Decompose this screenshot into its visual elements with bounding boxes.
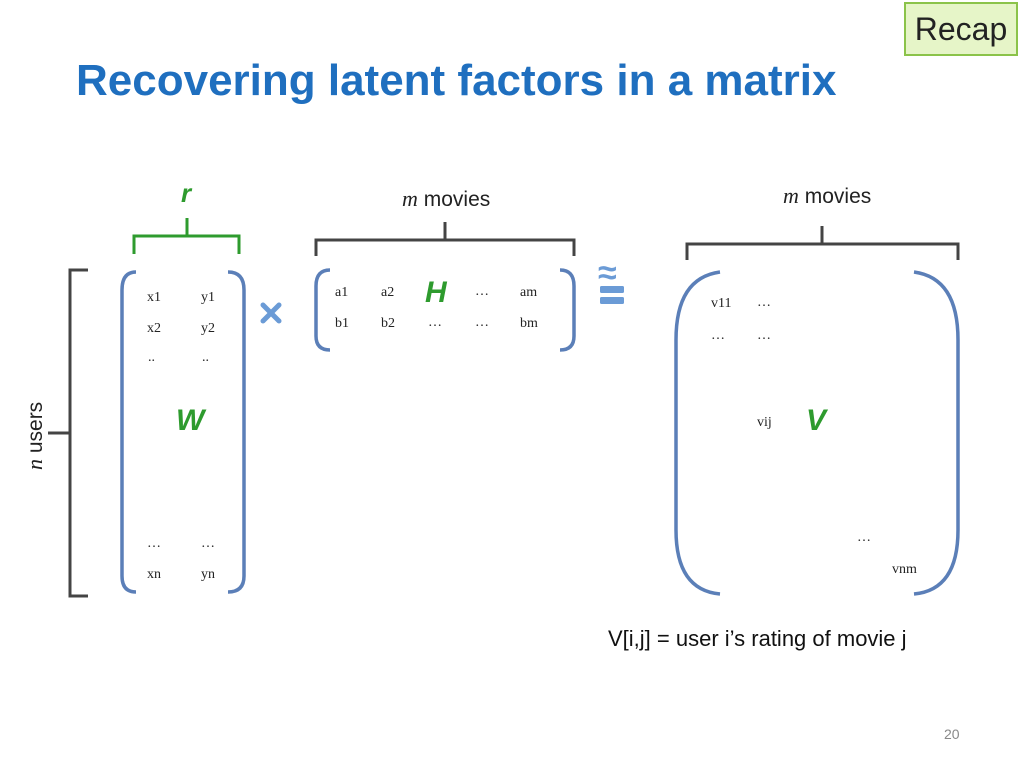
v-cell: … [757, 295, 771, 310]
h-cell: b2 [381, 316, 395, 331]
v-matrix-label: V [806, 404, 827, 437]
v-movies-text: movies [798, 185, 872, 208]
h-cell: a2 [381, 285, 395, 300]
users-var: n [22, 459, 47, 470]
v-movies-label: m movies [783, 183, 871, 209]
v-cell: v11 [711, 296, 732, 311]
w-cell: … [201, 536, 215, 551]
h-cell: am [520, 285, 538, 300]
v-cell: vij [757, 415, 772, 430]
v-cell: … [711, 328, 725, 343]
h-cell: b1 [335, 316, 349, 331]
h-cell: bm [520, 316, 538, 331]
h-matrix-label: H [425, 276, 447, 309]
w-cell: … [147, 536, 161, 551]
recap-badge: Recap [904, 2, 1018, 56]
v-right-bracket [913, 270, 960, 596]
h-cell: … [475, 315, 489, 330]
w-cell: y2 [201, 321, 215, 336]
v-left-bracket [674, 270, 721, 596]
users-text: users [24, 401, 47, 459]
approx-equal-icon [600, 286, 624, 304]
v-cell: … [757, 328, 771, 343]
w-cell: x1 [147, 290, 161, 305]
r-label: r [181, 178, 192, 208]
h-cell: … [428, 315, 442, 330]
w-cell: .. [202, 350, 209, 365]
w-matrix-label: W [176, 404, 205, 437]
h-movies-text: movies [417, 188, 491, 211]
w-cell: .. [148, 350, 155, 365]
h-cell: a1 [335, 285, 349, 300]
w-cell: y1 [201, 290, 215, 305]
v-movies-brace [685, 226, 960, 260]
approx-tilde: ≈ [598, 254, 617, 292]
w-cell: yn [201, 567, 215, 582]
h-movies-brace [314, 222, 576, 256]
r-brace [132, 218, 241, 254]
page-number: 20 [944, 726, 960, 742]
h-left-bracket [314, 268, 331, 352]
slide-title: Recovering latent factors in a matrix [76, 56, 837, 105]
n-users-label: n users [22, 402, 48, 470]
w-cell: xn [147, 567, 161, 582]
v-cell: vnm [892, 562, 917, 577]
w-left-bracket [120, 270, 137, 594]
users-bracket [48, 268, 88, 598]
v-cell: … [857, 530, 871, 545]
h-right-bracket [559, 268, 576, 352]
w-cell: x2 [147, 321, 161, 336]
multiply-icon [260, 302, 282, 324]
v-movies-var: m [783, 183, 799, 208]
h-cell: … [475, 284, 489, 299]
h-movies-label: m movies [402, 186, 490, 212]
w-right-bracket [227, 270, 246, 594]
h-movies-var: m [402, 186, 418, 211]
matrix-caption: V[i,j] = user i’s rating of movie j [608, 626, 907, 651]
